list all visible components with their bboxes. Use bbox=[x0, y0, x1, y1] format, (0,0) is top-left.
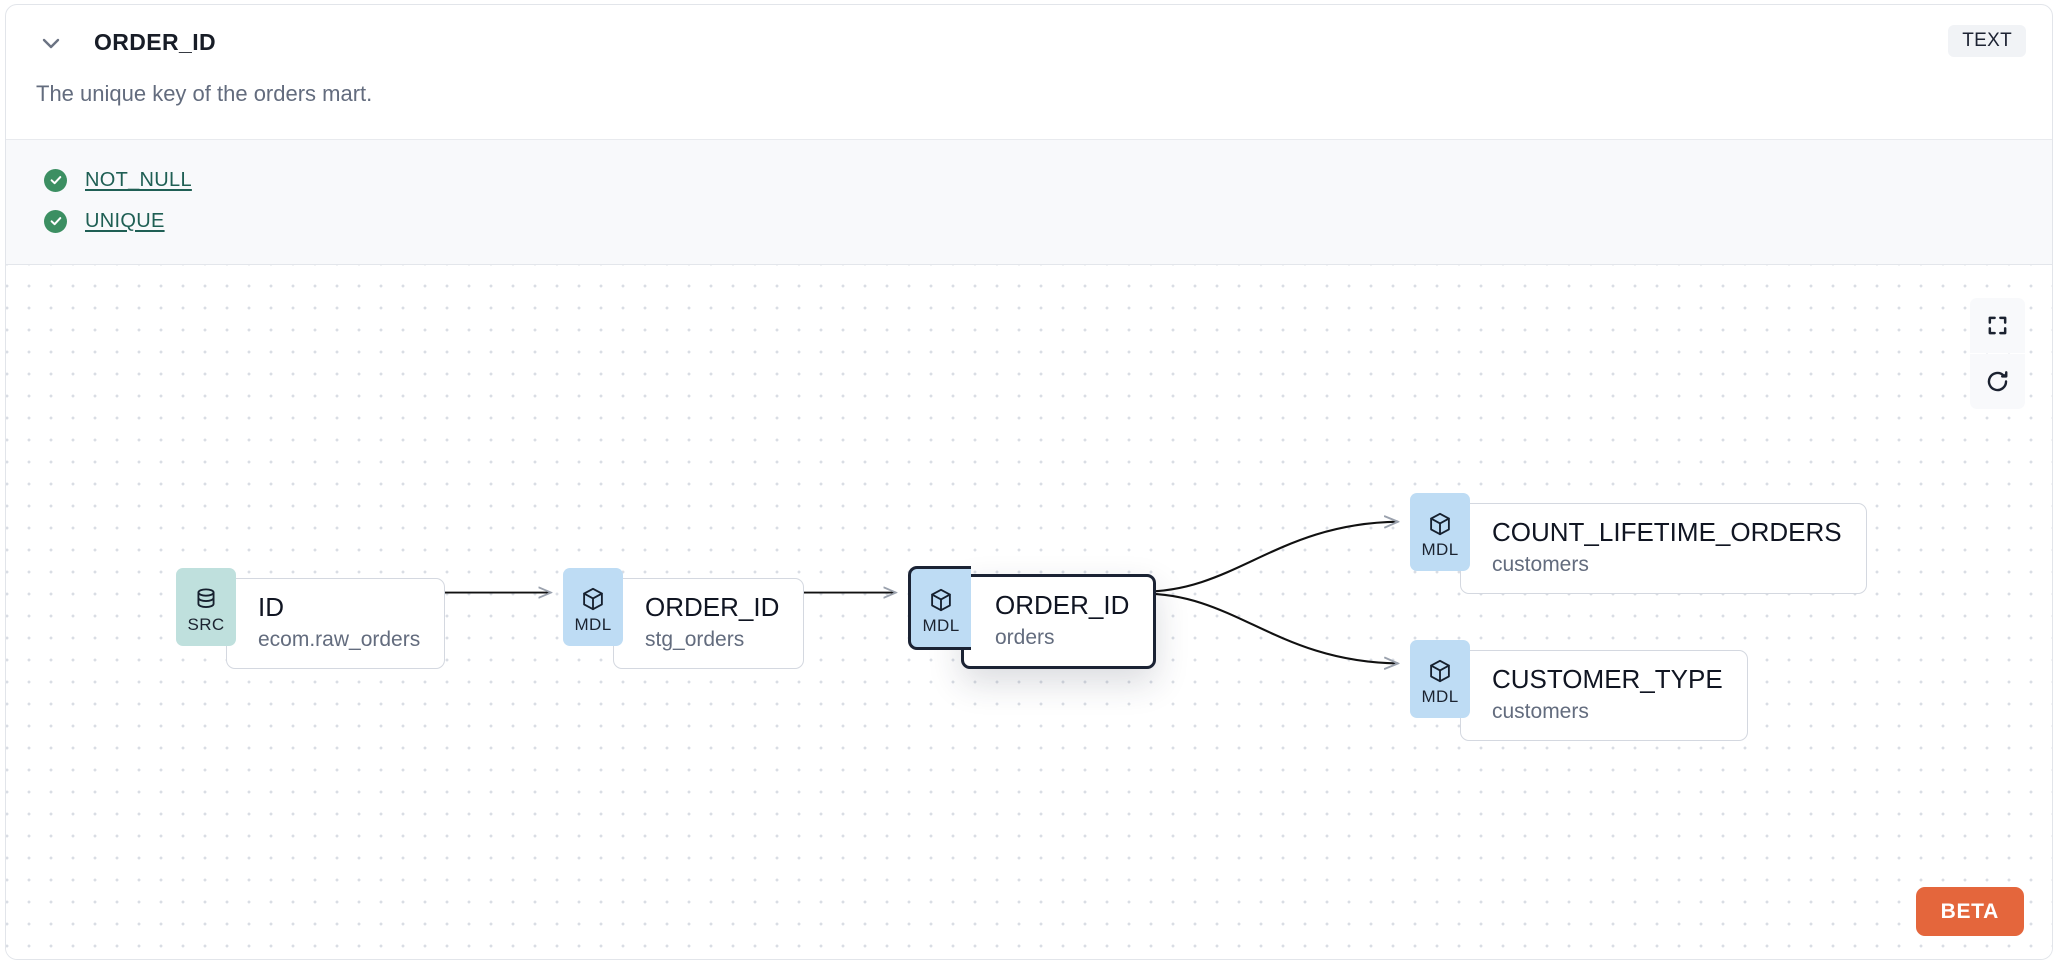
cube-icon bbox=[1430, 659, 1450, 683]
node-parent-name: customers bbox=[1492, 699, 1589, 723]
lineage-node-stg-order-id[interactable]: MDL ORDER_ID stg_orders bbox=[563, 567, 805, 669]
node-kind-label: MDL bbox=[922, 616, 960, 636]
node-kind-label: MDL bbox=[1421, 687, 1459, 707]
card-header: ORDER_ID TEXT bbox=[6, 5, 2052, 80]
beta-badge[interactable]: BETA bbox=[1915, 887, 2024, 936]
node-kind-label: MDL bbox=[574, 615, 612, 635]
check-circle-icon bbox=[44, 209, 67, 233]
lineage-canvas[interactable]: SRC ID ecom.raw_orders MDL ORDER_ID stg_… bbox=[6, 264, 2052, 959]
node-column-name: CUSTOMER_TYPE bbox=[1492, 663, 1723, 694]
node-kind-badge-mdl: MDL bbox=[1410, 492, 1470, 571]
node-parent-name: orders bbox=[995, 625, 1055, 649]
page-title: ORDER_ID bbox=[94, 29, 217, 55]
tests-section: NOT_NULL UNIQUE bbox=[6, 138, 2052, 265]
node-parent-name: ecom.raw_orders bbox=[258, 627, 421, 651]
node-parent-name: stg_orders bbox=[645, 627, 745, 651]
node-body: ID ecom.raw_orders bbox=[226, 577, 446, 669]
node-body: ORDER_ID stg_orders bbox=[613, 577, 805, 669]
edge-orders-to-customer-type bbox=[1142, 592, 1398, 663]
database-icon bbox=[197, 588, 215, 609]
check-circle-icon bbox=[44, 168, 67, 192]
type-badge: TEXT bbox=[1948, 25, 2026, 57]
node-kind-badge-mdl: MDL bbox=[563, 567, 623, 646]
column-description: The unique key of the orders mart. bbox=[36, 81, 373, 106]
test-link-not-null[interactable]: NOT_NULL bbox=[85, 168, 192, 191]
canvas-controls bbox=[1970, 297, 2025, 409]
test-row: NOT_NULL bbox=[6, 160, 2052, 201]
node-body: CUSTOMER_TYPE customers bbox=[1460, 649, 1748, 741]
lineage-node-customer-type[interactable]: MDL CUSTOMER_TYPE customers bbox=[1410, 639, 1748, 741]
edge-orders-to-count-lifetime-orders bbox=[1142, 521, 1398, 593]
reset-view-button[interactable] bbox=[1970, 353, 2025, 409]
cube-icon bbox=[931, 588, 951, 612]
node-column-name: COUNT_LIFETIME_ORDERS bbox=[1492, 516, 1842, 547]
node-kind-label: SRC bbox=[187, 615, 225, 635]
node-parent-name: customers bbox=[1492, 552, 1589, 576]
refresh-icon bbox=[1987, 370, 2008, 391]
lineage-node-orders-order-id-selected[interactable]: MDL ORDER_ID orders bbox=[908, 565, 1157, 669]
test-link-unique[interactable]: UNIQUE bbox=[85, 209, 165, 232]
cube-icon bbox=[583, 587, 603, 611]
lineage-node-count-lifetime-orders[interactable]: MDL COUNT_LIFETIME_ORDERS customers bbox=[1410, 492, 1867, 594]
fit-view-icon bbox=[1988, 316, 2007, 335]
test-row: UNIQUE bbox=[6, 201, 2052, 242]
node-kind-badge-mdl: MDL bbox=[1410, 639, 1470, 718]
node-column-name: ORDER_ID bbox=[995, 589, 1130, 620]
chevron-down-icon[interactable] bbox=[36, 28, 66, 58]
node-body: ORDER_ID orders bbox=[961, 573, 1157, 669]
node-kind-badge-mdl: MDL bbox=[908, 565, 971, 650]
fit-view-button[interactable] bbox=[1970, 297, 2025, 353]
column-detail-card: ORDER_ID TEXT The unique key of the orde… bbox=[5, 4, 2053, 960]
cube-icon bbox=[1430, 512, 1450, 536]
node-column-name: ID bbox=[258, 591, 284, 622]
node-column-name: ORDER_ID bbox=[645, 591, 780, 622]
node-kind-badge-src: SRC bbox=[176, 567, 236, 646]
node-kind-label: MDL bbox=[1421, 540, 1459, 560]
lineage-node-src-id[interactable]: SRC ID ecom.raw_orders bbox=[176, 567, 446, 669]
node-body: COUNT_LIFETIME_ORDERS customers bbox=[1460, 502, 1867, 594]
